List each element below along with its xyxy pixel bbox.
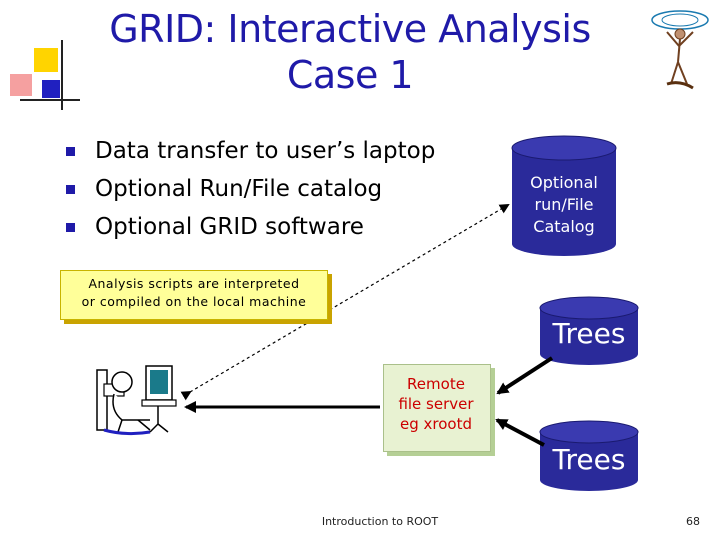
trees-bottom-label: Trees (552, 443, 626, 476)
bullet-icon (66, 146, 75, 156)
page-number: 68 (686, 515, 700, 528)
trees-top-label: Trees (552, 317, 626, 350)
catalog-link-arrow (180, 203, 510, 401)
title-corner-decoration-icon (10, 40, 80, 110)
bullet-icon (66, 184, 75, 194)
trees-bottom-to-server-arrow (495, 418, 545, 447)
trees-top-cylinder (539, 296, 639, 365)
list-item: Data transfer to user’s laptop (66, 132, 435, 170)
catalog-label: Optional run/File Catalog (530, 173, 598, 236)
remote-server-box (383, 364, 491, 452)
trees-bottom-cylinder (539, 420, 639, 491)
trees-top-to-server-arrow (496, 356, 554, 395)
catalog-cylinder (511, 135, 617, 256)
slide-footer: Introduction to ROOT (321, 515, 439, 528)
user-at-computer-icon (96, 365, 177, 436)
list-item: Optional Run/File catalog (66, 170, 435, 208)
remote-server-label: Remote file server eg xrootd (398, 375, 474, 433)
bullet-icon (66, 222, 75, 232)
slide-title: GRID: Interactive Analysis Case 1 (80, 6, 620, 98)
slide-title-line2: Case 1 (286, 53, 414, 97)
slide-title-line1: GRID: Interactive Analysis (109, 7, 591, 51)
atlas-logo-icon (651, 10, 709, 90)
analysis-note: Analysis scripts are interpreted or comp… (60, 270, 328, 320)
